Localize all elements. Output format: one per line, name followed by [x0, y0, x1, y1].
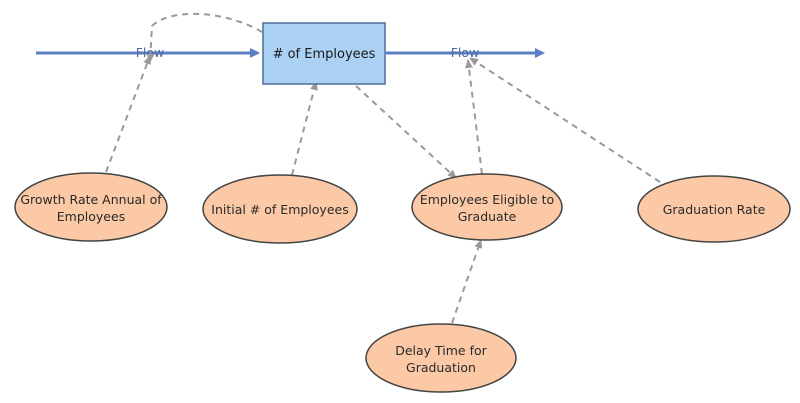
link-delay-to-eligible[interactable]: [451, 239, 483, 324]
variable-graduation-rate-shape[interactable]: [637, 175, 791, 243]
variable-delay-time[interactable]: Delay Time for Graduation: [365, 323, 517, 393]
link-stock-to-inflow[interactable]: [146, 12, 263, 63]
link-growth-rate-to-inflow[interactable]: [105, 55, 151, 173]
variable-delay-time-label-line1: Delay Time for: [395, 343, 487, 358]
variable-initial-employees[interactable]: Initial # of Employees: [202, 174, 358, 244]
variable-delay-time-shape[interactable]: [365, 323, 517, 393]
inflow-label: Flow: [136, 45, 165, 60]
variable-graduation-rate[interactable]: Graduation Rate: [637, 175, 791, 243]
inflow[interactable]: Flow: [36, 45, 260, 60]
variable-growth-rate[interactable]: Growth Rate Annual of Employees: [14, 172, 168, 242]
stock-box[interactable]: [262, 22, 386, 85]
variable-delay-time-label-line2: Graduation: [406, 360, 476, 375]
variable-eligible-label-line1: Employees Eligible to: [420, 192, 554, 207]
variable-eligible-label-line2: Graduate: [458, 209, 517, 224]
variable-growth-rate-label-line2: Employees: [57, 209, 125, 224]
variable-graduation-rate-label: Graduation Rate: [663, 202, 766, 217]
outflow-label: Flow: [451, 45, 480, 60]
links: [105, 12, 661, 324]
link-initial-to-stock[interactable]: [291, 81, 318, 176]
variable-initial-employees-shape[interactable]: [202, 174, 358, 244]
variable-initial-employees-label: Initial # of Employees: [211, 202, 348, 217]
stock-employees[interactable]: # of Employees: [262, 22, 386, 85]
variable-eligible-shape[interactable]: [411, 173, 563, 241]
variable-eligible[interactable]: Employees Eligible to Graduate: [411, 173, 563, 241]
link-eligible-to-outflow[interactable]: [465, 59, 483, 175]
variable-growth-rate-shape[interactable]: [14, 172, 168, 242]
link-stock-to-eligible[interactable]: [355, 85, 457, 179]
variable-growth-rate-label-line1: Growth Rate Annual of: [20, 192, 162, 207]
outflow[interactable]: Flow: [386, 45, 545, 60]
stock-label: # of Employees: [273, 47, 376, 62]
link-graduation-rate-to-outflow[interactable]: [469, 57, 661, 183]
